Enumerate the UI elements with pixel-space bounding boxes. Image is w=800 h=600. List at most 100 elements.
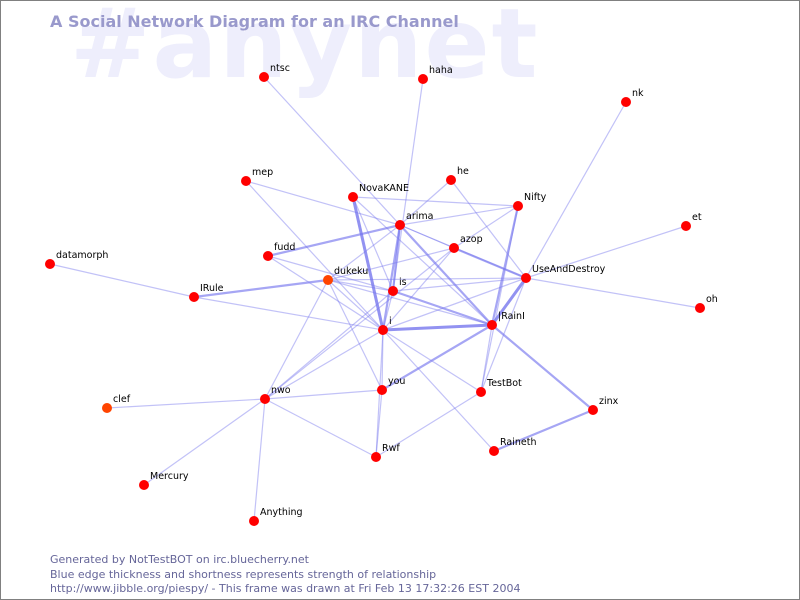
node-label: Anything (260, 507, 303, 518)
node-dot[interactable] (378, 325, 388, 335)
node-dot[interactable] (260, 394, 270, 404)
node-dot[interactable] (521, 273, 531, 283)
node-label: you (388, 376, 405, 387)
node-Nifty[interactable]: Nifty (513, 192, 547, 211)
node-arima[interactable]: arima (395, 211, 433, 230)
edge-UseAndDestroy-dukeku (327, 277, 527, 281)
edge-IRainI-you (381, 324, 493, 391)
edge-IRainI-TestBot (480, 324, 493, 393)
edge-NovaKANE-is (352, 196, 394, 292)
node-i[interactable]: i (378, 316, 392, 335)
node-dot[interactable] (323, 275, 333, 285)
node-datamorph[interactable]: datamorph (45, 250, 108, 269)
node-ntsc[interactable]: ntsc (259, 63, 290, 82)
node-nwo[interactable]: nwo (260, 385, 291, 404)
node-label: nk (632, 88, 644, 99)
edge-fudd-is (267, 255, 394, 292)
node-he[interactable]: he (446, 166, 469, 185)
edge-he-arima (399, 179, 452, 226)
node-haha[interactable]: haha (418, 65, 453, 84)
edge-Nifty-TestBot (480, 205, 519, 393)
node-label: |RainI (498, 311, 525, 322)
edge-arima-IRainI (399, 224, 493, 326)
node-label: IRule (200, 283, 224, 294)
node-label: Rwf (382, 443, 400, 454)
node-dot[interactable] (449, 243, 459, 253)
node-Raineth[interactable]: Raineth (489, 437, 536, 456)
node-dot[interactable] (388, 286, 398, 296)
edge-is-i (382, 290, 394, 331)
node-UseAndDestroy[interactable]: UseAndDestroy (521, 264, 606, 283)
node-you[interactable]: you (377, 376, 405, 395)
node-IRule[interactable]: IRule (189, 283, 224, 302)
node-mep[interactable]: mep (241, 167, 273, 186)
node-et[interactable]: et (681, 212, 702, 231)
node-dukeku[interactable]: dukeku (323, 266, 368, 285)
node-TestBot[interactable]: TestBot (476, 378, 522, 397)
edge-haha-is (392, 78, 424, 292)
node-dot[interactable] (489, 446, 499, 456)
footer: Generated by NotTestBOT on irc.bluecherr… (50, 553, 520, 597)
node-azop[interactable]: azop (449, 234, 483, 253)
node-dot[interactable] (487, 320, 497, 330)
node-dot[interactable] (371, 452, 381, 462)
edge-i-nwo (264, 329, 384, 400)
node-Rwf[interactable]: Rwf (371, 443, 400, 462)
node-dot[interactable] (588, 405, 598, 415)
node-zinx[interactable]: zinx (588, 396, 619, 415)
edge-dukeku-IRainI (327, 279, 493, 326)
edge-nwo-Mercury (143, 398, 266, 486)
node-label: azop (460, 234, 483, 245)
node-label: Mercury (150, 471, 189, 482)
node-Anything[interactable]: Anything (249, 507, 303, 526)
node-Mercury[interactable]: Mercury (139, 471, 189, 490)
node-label: NovaKANE (359, 183, 409, 194)
edge-nwo-clef (106, 398, 266, 409)
node-dot[interactable] (241, 176, 251, 186)
edge-Nifty-IRainI (490, 205, 520, 326)
edge-zinx-Raineth (493, 408, 594, 453)
node-dot[interactable] (263, 251, 273, 261)
node-nk[interactable]: nk (621, 88, 644, 107)
node-dot[interactable] (45, 259, 55, 269)
node-label: clef (113, 394, 131, 405)
node-dot[interactable] (418, 74, 428, 84)
node-label: UseAndDestroy (532, 264, 606, 275)
node-dot[interactable] (446, 175, 456, 185)
node-clef[interactable]: clef (102, 394, 131, 413)
node-label: Nifty (524, 192, 547, 203)
node-dot[interactable] (189, 292, 199, 302)
edge-TestBot-Rwf (375, 391, 482, 458)
node-dot[interactable] (695, 303, 705, 313)
node-dot[interactable] (249, 516, 259, 526)
edge-UseAndDestroy-is (392, 277, 527, 292)
node-dot[interactable] (681, 221, 691, 231)
node-label: TestBot (486, 378, 522, 389)
node-fudd[interactable]: fudd (263, 242, 295, 261)
node-dot[interactable] (621, 97, 631, 107)
node-oh[interactable]: oh (695, 294, 718, 313)
node-dot[interactable] (348, 192, 358, 202)
node-label: ntsc (270, 63, 290, 74)
node-dot[interactable] (139, 480, 149, 490)
channel-watermark: #anynet (70, 0, 540, 100)
node-dot[interactable] (377, 385, 387, 395)
node-label: arima (406, 211, 433, 222)
node-label: datamorph (56, 250, 108, 261)
node-is[interactable]: is (388, 277, 407, 296)
edge-UseAndDestroy-oh (525, 277, 701, 309)
node-label: is (399, 277, 407, 288)
edges-layer (49, 76, 701, 522)
node-NovaKANE[interactable]: NovaKANE (348, 183, 409, 202)
node-dot[interactable] (513, 201, 523, 211)
edge-you-Rwf (375, 389, 383, 458)
node-label: zinx (599, 396, 619, 407)
node-label: fudd (274, 242, 295, 253)
node-dot[interactable] (395, 220, 405, 230)
node-dot[interactable] (476, 387, 486, 397)
edge-he-UseAndDestroy (450, 179, 527, 279)
node-dot[interactable] (259, 72, 269, 82)
node-IRainI[interactable]: |RainI (487, 311, 525, 330)
node-dot[interactable] (102, 403, 112, 413)
